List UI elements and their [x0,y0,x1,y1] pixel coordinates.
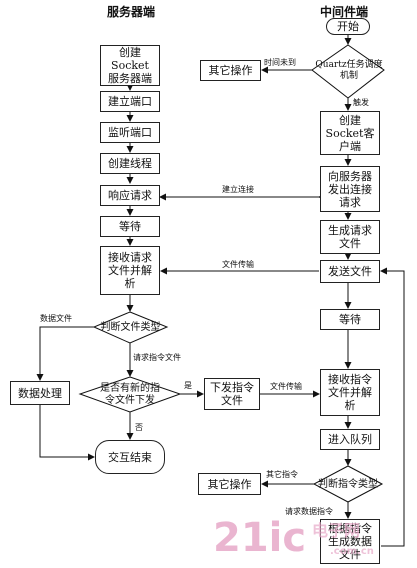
data-processing-box: 数据处理 [10,381,70,405]
label-time-not-reached: 时间未到 [264,58,296,67]
other-operation-bottom-box: 其它操作 [198,473,261,495]
decision-quartz-shape [311,44,385,99]
judge-cmd-type-decision: 判断指令类型 [318,478,378,490]
other-operation-top-box: 其它操作 [200,60,261,81]
watermark-sub: 电子网 [312,521,361,540]
listen-port-box: 监听端口 [100,122,160,143]
label-request-cmd-file: 请求指令文件 [133,353,181,362]
send-file-box: 发送文件 [320,260,380,283]
decision-new-cmd-shape [78,376,182,413]
middleware-wait-box: 等待 [320,309,380,330]
generate-request-file-box: 生成请求 文件 [320,220,380,254]
issue-cmd-file-box: 下发指令 文件 [204,378,260,410]
create-thread-box: 创建线程 [100,153,160,174]
decision-judge-type-shape [92,311,169,344]
watermark-domain: .com.cn [330,546,374,557]
arrow-dataprocess-to-end [39,405,95,461]
label-establish-connection: 建立连接 [222,185,254,194]
label-yes: 是 [184,381,192,390]
label-file-transfer-1: 文件传输 [222,260,254,269]
arrow-loop-to-send [380,267,405,547]
bind-port-box: 建立端口 [100,91,160,112]
generate-data-file-box: 根据指令 生成数据 文件 [320,519,380,564]
label-other-cmd: 其它指令 [266,470,298,479]
arrow-judge-to-dataprocess [36,326,94,381]
quartz-scheduling-decision: Quartz任务调度 机制 [315,60,383,81]
label-no: 否 [135,423,143,432]
decision-judge-cmd-shape [312,465,384,503]
middleware-side-header: 中间件端 [320,5,369,19]
label-file-transfer-2: 文件传输 [270,382,302,391]
respond-request-box: 响应请求 [100,185,160,206]
interaction-end-terminal: 交互结束 [95,440,165,474]
label-data-file: 数据文件 [40,314,72,323]
create-socket-server-box: 创建Socket 服务器端 [100,45,160,86]
server-wait-box: 等待 [100,216,160,237]
server-side-header: 服务器端 [107,5,156,19]
enter-queue-box: 进入队列 [320,429,380,450]
new-cmd-file-decision: 是否有新的指 令文件下发 [100,383,160,406]
start-terminal: 开始 [326,18,370,35]
receive-parse-cmd-box: 接收指令 文件并解 析 [320,369,380,416]
create-socket-client-box: 创建 Socket客 户端 [320,111,380,155]
label-trigger: 触发 [353,98,369,107]
judge-file-type-decision: 判断文件类型 [100,322,161,333]
watermark-logo: 21ic [213,515,307,561]
label-request-data-cmd: 请求数据指令 [285,507,333,516]
receive-parse-request-box: 接收请求 文件并解 析 [100,246,160,295]
send-connection-request-box: 向服务器 发出连接 请求 [320,166,380,212]
